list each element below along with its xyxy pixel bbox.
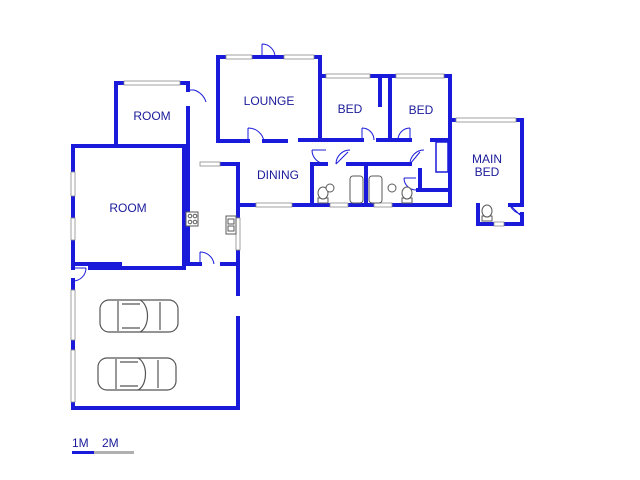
- fixtures: [185, 141, 493, 235]
- scale-segment-1m: [72, 451, 94, 454]
- toilet-icon: [481, 204, 493, 222]
- room-label-bed-2: BED: [409, 103, 434, 117]
- room-label-room-left: ROOM: [109, 201, 146, 215]
- windows: [70, 54, 517, 403]
- room-label-bed-1: BED: [338, 102, 363, 116]
- bathtub-icon: [349, 175, 364, 204]
- bathtub-icon: [368, 175, 383, 204]
- room-label-main-bed-line2: BED: [475, 165, 500, 179]
- doors: [72, 43, 523, 282]
- cupboard: [435, 141, 449, 173]
- room-label-room-upper: ROOM: [133, 109, 170, 123]
- toilet-icon: [317, 186, 329, 204]
- walls: [71, 55, 524, 410]
- basin-icon: [387, 183, 397, 193]
- scale-label-1m: 1M: [72, 436, 89, 450]
- scale-bar: 1M 2M: [72, 436, 134, 454]
- room-labels: ROOM LOUNGE BED BED MAIN BED ROOM DINING: [109, 94, 502, 215]
- car-icon: [99, 299, 179, 333]
- room-label-main-bed-line1: MAIN: [472, 152, 502, 166]
- toilet-icon: [401, 186, 413, 204]
- room-label-dining: DINING: [257, 168, 299, 182]
- sink-icon: [225, 215, 237, 235]
- car-icon: [97, 357, 177, 391]
- room-label-lounge: LOUNGE: [244, 94, 295, 108]
- scale-label-2m: 2M: [102, 436, 119, 450]
- stove-icon: [185, 211, 199, 227]
- scale-segment-2m: [94, 451, 134, 454]
- basin-icon: [325, 183, 335, 193]
